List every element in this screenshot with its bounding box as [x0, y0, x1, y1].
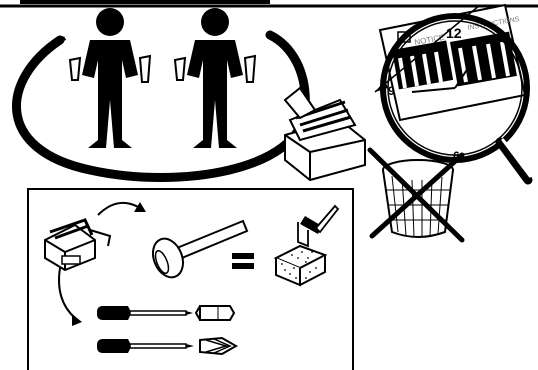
clock-numeral-9: 9 — [388, 84, 395, 98]
clock-magnifier-icon: NOTICE INSTRUCTIONS 12 9 6 — [375, 5, 530, 180]
worker-ring-icon — [16, 35, 305, 178]
tools-panel — [28, 189, 353, 370]
top-cut-text-strip — [20, 0, 270, 4]
crossed-wastebasket-icon — [370, 150, 462, 240]
toolbox-icon — [285, 88, 365, 180]
clock-numeral-12: 12 — [446, 25, 462, 41]
worker-icon — [70, 8, 150, 148]
worker-icon — [175, 8, 255, 148]
